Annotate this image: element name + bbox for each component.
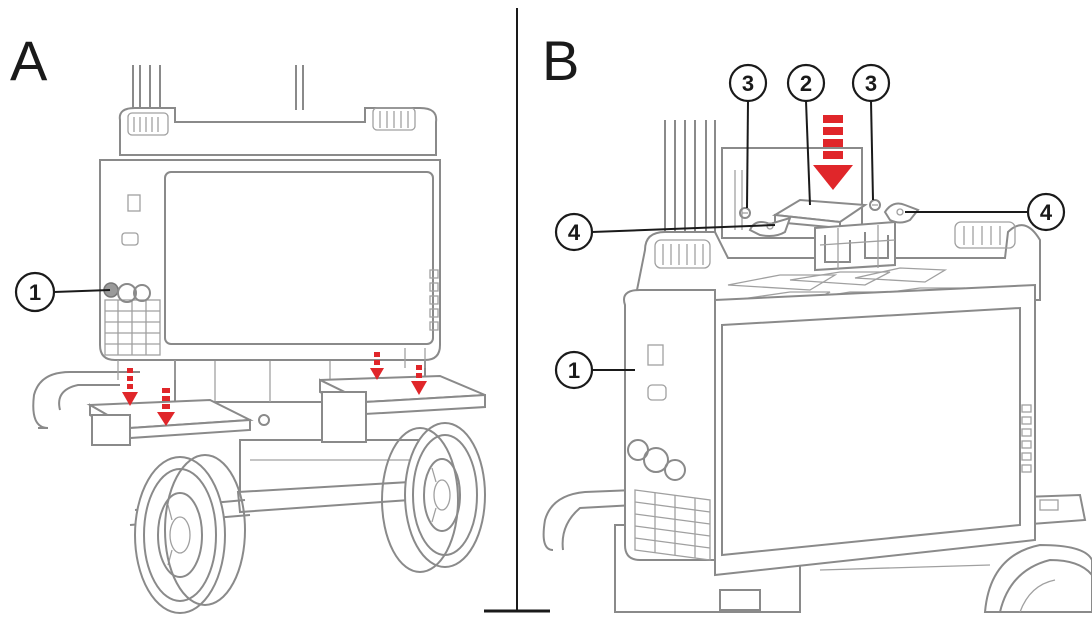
arrow-down-icon — [813, 115, 853, 190]
callout-3-left: 3 — [728, 63, 768, 209]
callout-4-right: 4 — [905, 192, 1066, 232]
arrow-down-icon — [157, 388, 175, 426]
mounting-plates — [86, 374, 486, 446]
mounting-bracket — [771, 198, 896, 272]
arrow-down-icon — [370, 352, 384, 380]
panel-b: B — [542, 29, 1092, 613]
callout-4-left: 4 — [554, 212, 776, 252]
front-connectors — [627, 439, 686, 481]
arrow-down-icon — [411, 365, 427, 395]
screw-right — [869, 199, 881, 211]
svg-text:3: 3 — [742, 71, 754, 96]
svg-text:2: 2 — [800, 71, 812, 96]
front-vent-grille — [634, 489, 711, 561]
arrow-down-icon — [122, 368, 138, 406]
knob-left — [748, 216, 792, 237]
screw-left — [739, 207, 751, 219]
svg-text:3: 3 — [865, 71, 877, 96]
left-wheel — [134, 454, 246, 614]
wheel-b — [983, 543, 1092, 613]
welding-machine-a — [99, 107, 441, 380]
callout-3-right: 3 — [851, 63, 891, 201]
svg-text:1: 1 — [568, 358, 580, 383]
callout-1-b: 1 — [554, 350, 635, 390]
knob-right — [883, 202, 920, 224]
placement-arrows-a — [122, 352, 427, 426]
panel-a: A — [10, 29, 486, 614]
side-vent-slots-b — [1021, 404, 1032, 473]
panel-b-letter: B — [542, 29, 579, 92]
welding-machine-b — [623, 221, 1041, 577]
svg-text:4: 4 — [1040, 200, 1053, 225]
svg-text:4: 4 — [568, 220, 581, 245]
panel-a-letter: A — [10, 29, 48, 92]
callout-1-a: 1 — [14, 271, 111, 313]
right-wheel — [381, 422, 486, 573]
svg-text:1: 1 — [29, 280, 41, 305]
callout-2: 2 — [786, 63, 826, 206]
cart-handle-uprights — [132, 65, 304, 125]
rear-vent-grille — [104, 299, 161, 356]
side-vent-slots — [429, 269, 439, 331]
